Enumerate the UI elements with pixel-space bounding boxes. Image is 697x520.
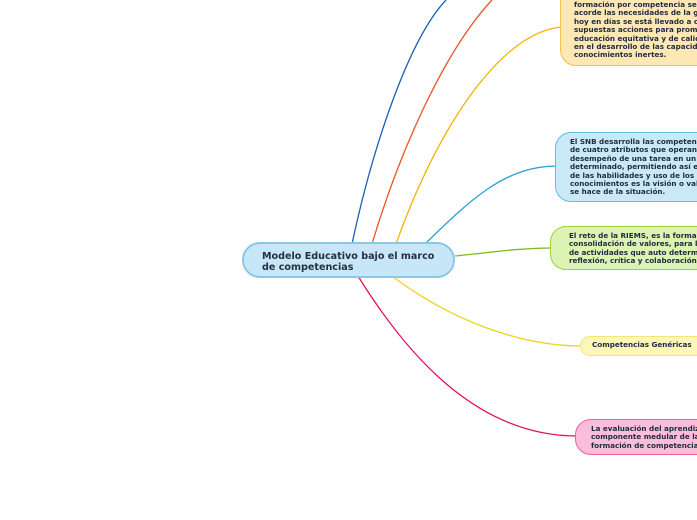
topic-text-line: El SNB desarrolla las competenc — [570, 137, 697, 146]
topic-node-evaluacion[interactable]: La evaluación del aprendiza componente m… — [575, 419, 697, 455]
topic-text-line: formación por competencia se e — [574, 0, 697, 9]
connector-genericas — [391, 275, 583, 347]
topic-text-line: determinado, permitiendo así el — [570, 162, 697, 172]
topic-text-line: consolidación de valores, para la — [569, 239, 697, 249]
connector-snb — [424, 165, 558, 245]
topic-text-line: desempeño de una tarea en un c — [570, 153, 697, 163]
topic-text-line: educación equitativa y de calida — [574, 33, 697, 43]
topic-text-line: acorde las necesidades de la gl — [574, 8, 697, 18]
topic-node-snb[interactable]: El SNB desarrolla las competenc de cuatr… — [555, 132, 697, 202]
central-topic-line: de competencias — [262, 262, 354, 273]
connector-evaluacion — [357, 275, 578, 437]
topic-text-line: se hace de la situación. — [570, 187, 666, 197]
connector-riems — [454, 247, 553, 257]
topic-text-line: en el desarrollo de las capacida — [574, 42, 697, 52]
central-topic-node[interactable]: Modelo Educativo bajo el marco de compet… — [242, 242, 455, 278]
topic-text-line: conocimientos inertes. — [574, 50, 667, 60]
topic-node-riems[interactable]: El reto de la RIEMS, es la formac consol… — [550, 226, 697, 270]
topic-text-line: componente medular de la — [591, 432, 697, 442]
topic-text-line: conocimientos es la visión o valo — [570, 179, 697, 189]
topic-text-line: de cuatro atributos que operan e — [570, 145, 697, 155]
topic-text-line: Competencias Genéricas — [592, 340, 692, 349]
topic-text-line: La evaluación del aprendiza — [591, 424, 697, 433]
connector-offscreen-orange — [371, 0, 493, 245]
topic-node-competencias-genericas[interactable]: Competencias Genéricas — [580, 336, 697, 356]
topic-text-line: de actividades que auto determi — [569, 247, 697, 257]
central-topic-line: Modelo Educativo bajo el marco — [262, 251, 435, 262]
connector-formacion — [395, 26, 564, 245]
topic-text-line: de las habilidades y uso de los — [570, 170, 695, 180]
connector-offscreen-blue — [351, 0, 447, 245]
topic-text-line: El reto de la RIEMS, es la formac — [569, 231, 697, 240]
topic-text-line: formación de competencias — [591, 440, 697, 450]
topic-node-formacion[interactable]: formación por competencia se e acorde la… — [560, 0, 697, 66]
topic-text-line: supuestas acciones para promo — [574, 25, 697, 35]
topic-text-line: reflexión, crítica y colaboración. — [569, 256, 697, 266]
topic-text-line: hoy en días se está llevado a ca — [574, 16, 697, 26]
